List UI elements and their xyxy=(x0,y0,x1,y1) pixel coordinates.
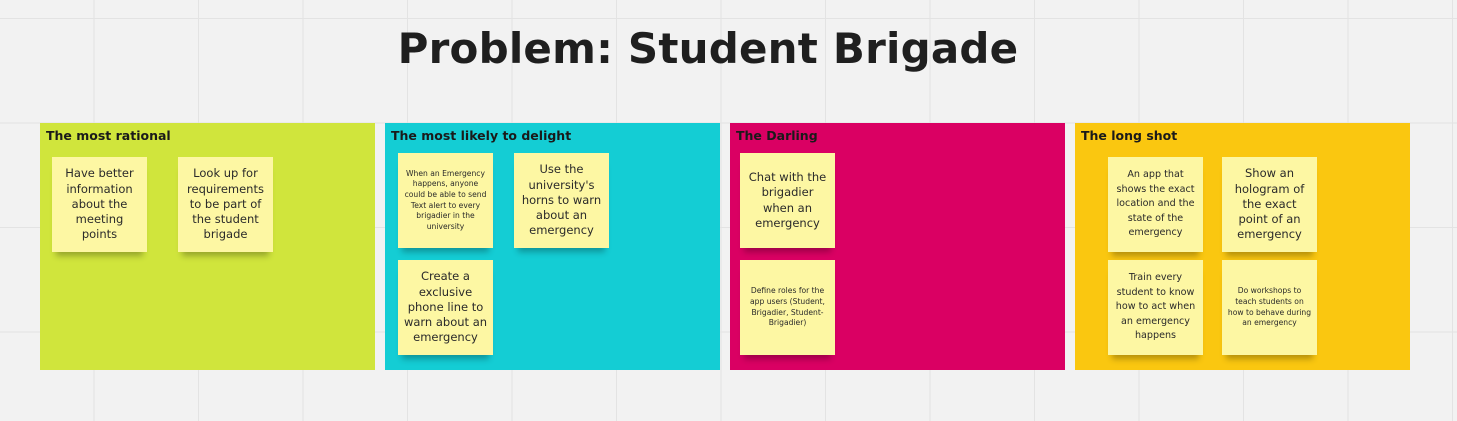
frame-label: The Darling xyxy=(736,128,818,143)
sticky-note-text: Look up for requirements to be part of t… xyxy=(187,166,264,242)
frame-most-likely-to-delight[interactable]: The most likely to delight When an Emerg… xyxy=(385,123,720,370)
sticky-note[interactable]: Have better information about the meetin… xyxy=(52,157,147,252)
sticky-note[interactable]: Show an hologram of the exact point of a… xyxy=(1222,157,1317,252)
frame-label: The most rational xyxy=(46,128,171,143)
sticky-note-text: Create a exclusive phone line to warn ab… xyxy=(403,269,488,345)
frame-the-long-shot[interactable]: The long shot An app that shows the exac… xyxy=(1075,123,1410,370)
sticky-note[interactable]: Look up for requirements to be part of t… xyxy=(178,157,273,252)
sticky-note[interactable]: An app that shows the exact location and… xyxy=(1108,157,1203,252)
sticky-note[interactable]: Define roles for the app users (Student,… xyxy=(740,260,835,355)
sticky-note[interactable]: Use the university's horns to warn about… xyxy=(514,153,609,248)
sticky-note-text: An app that shows the exact location and… xyxy=(1116,169,1195,239)
sticky-note-text: Do workshops to teach students on how to… xyxy=(1227,286,1312,328)
frame-the-darling[interactable]: The Darling Chat with the brigadier when… xyxy=(730,123,1065,370)
frame-most-rational[interactable]: The most rational Have better informatio… xyxy=(40,123,375,370)
sticky-note-text: Train every student to know how to act w… xyxy=(1115,272,1196,342)
sticky-note-text: Use the university's horns to warn about… xyxy=(521,162,602,238)
sticky-note[interactable]: Do workshops to teach students on how to… xyxy=(1222,260,1317,355)
sticky-note[interactable]: Train every student to know how to act w… xyxy=(1108,260,1203,355)
frame-label: The most likely to delight xyxy=(391,128,572,143)
sticky-note-text: When an Emergency happens, anyone could … xyxy=(404,168,487,231)
board-title: Problem: Student Brigade xyxy=(397,24,1019,73)
sticky-note[interactable]: Chat with the brigadier when an emergenc… xyxy=(740,153,835,248)
sticky-note-text: Show an hologram of the exact point of a… xyxy=(1234,166,1305,242)
sticky-note-text: Have better information about the meetin… xyxy=(65,166,134,242)
sticky-note[interactable]: When an Emergency happens, anyone could … xyxy=(398,153,493,248)
frame-label: The long shot xyxy=(1081,128,1178,143)
sticky-note-text: Chat with the brigadier when an emergenc… xyxy=(748,169,827,230)
sticky-note-text: Define roles for the app users (Student,… xyxy=(750,286,825,328)
sticky-note[interactable]: Create a exclusive phone line to warn ab… xyxy=(398,260,493,355)
